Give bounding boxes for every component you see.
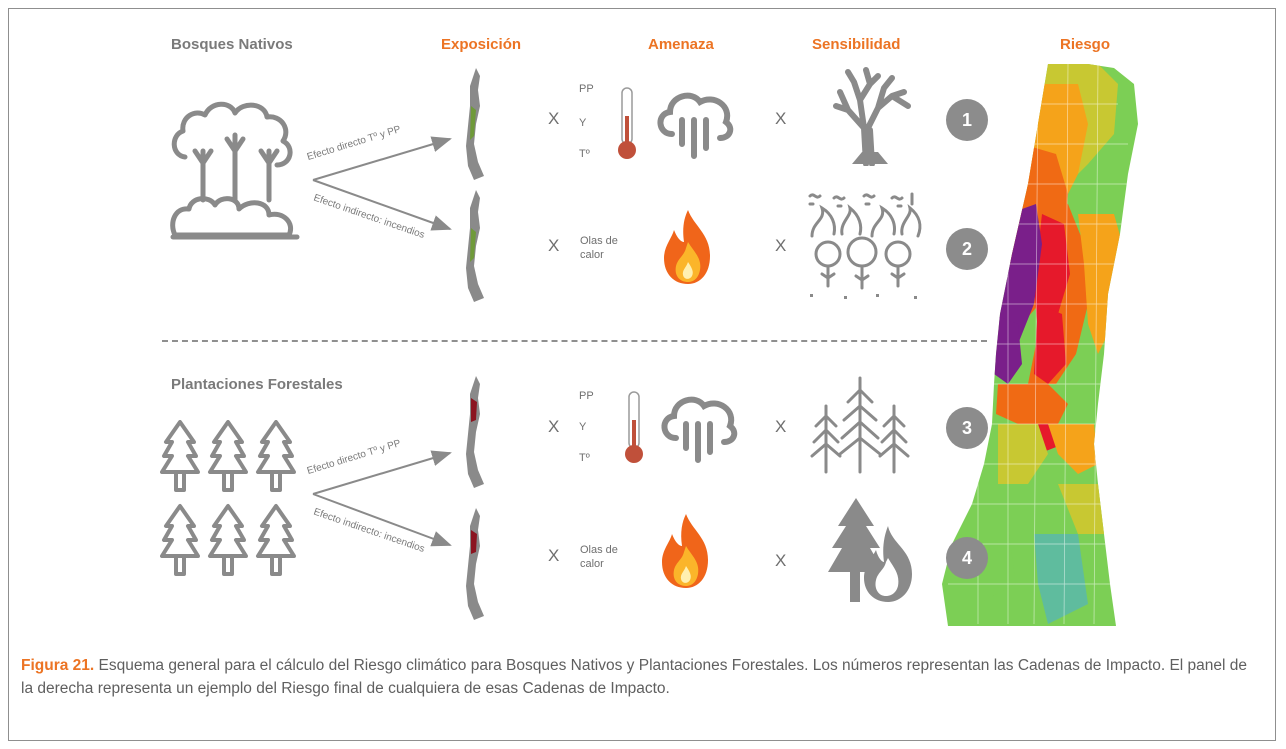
fire-icon (662, 514, 708, 588)
header-exposicion: Exposición (441, 36, 522, 53)
multiply-sign: X (548, 236, 560, 255)
fire-icon (664, 210, 710, 284)
chain-badge-4: 4 (946, 537, 988, 579)
arrow-direct-bosques (312, 136, 452, 181)
figure-number: Figura 21. (21, 657, 95, 674)
figure-caption: Figura 21. Esquema general para el cálcu… (21, 654, 1261, 700)
arrow-indirect-bosques (312, 179, 452, 231)
header-sensibilidad: Sensibilidad (812, 36, 901, 53)
arrow-indirect-plantaciones (312, 493, 452, 547)
native-forest-icon (170, 101, 300, 240)
plantation-forest-icon (160, 420, 296, 576)
multiply-sign: X (548, 109, 560, 128)
section-plantaciones-forestales: Plantaciones Forestales (171, 376, 343, 393)
tree-fire-icon (828, 498, 912, 602)
multiply-sign: X (775, 236, 787, 255)
multiply-sign: X (775, 109, 787, 128)
multiply-sign: X (775, 551, 787, 570)
label-pp: PP (579, 83, 594, 95)
header-riesgo: Riesgo (1060, 36, 1111, 53)
multiply-sign: X (775, 417, 787, 436)
header-bosques-nativos: Bosques Nativos (171, 36, 293, 53)
thermometer-icon (618, 87, 636, 159)
label-y: Y (579, 421, 587, 433)
rain-cloud-icon (661, 396, 738, 463)
header-amenaza: Amenaza (648, 36, 714, 53)
label-y: Y (579, 117, 587, 129)
chain-badge-3: 3 (946, 407, 988, 449)
label-temperature: Tº (579, 148, 590, 160)
exposure-map-icon-2 (466, 190, 484, 302)
label-temperature: Tº (579, 452, 590, 464)
forest-fire-icon (808, 192, 922, 299)
caption-text: Esquema general para el cálculo del Ries… (21, 657, 1248, 697)
section-divider (162, 340, 987, 342)
pine-trees-icon (810, 376, 910, 474)
arrow-direct-plantaciones (312, 450, 452, 495)
label-pp: PP (579, 390, 594, 402)
thermometer-icon (625, 391, 643, 463)
rain-cloud-icon (657, 92, 734, 159)
chain-badge-1: 1 (946, 99, 988, 141)
chain-badge-2: 2 (946, 228, 988, 270)
dead-tree-icon (833, 67, 911, 166)
exposure-map-icon-3 (466, 376, 484, 488)
exposure-map-icon-4 (466, 508, 484, 620)
multiply-sign: X (548, 417, 560, 436)
exposure-map-icon-1 (466, 68, 484, 180)
multiply-sign: X (548, 546, 560, 565)
risk-map (942, 64, 1138, 626)
